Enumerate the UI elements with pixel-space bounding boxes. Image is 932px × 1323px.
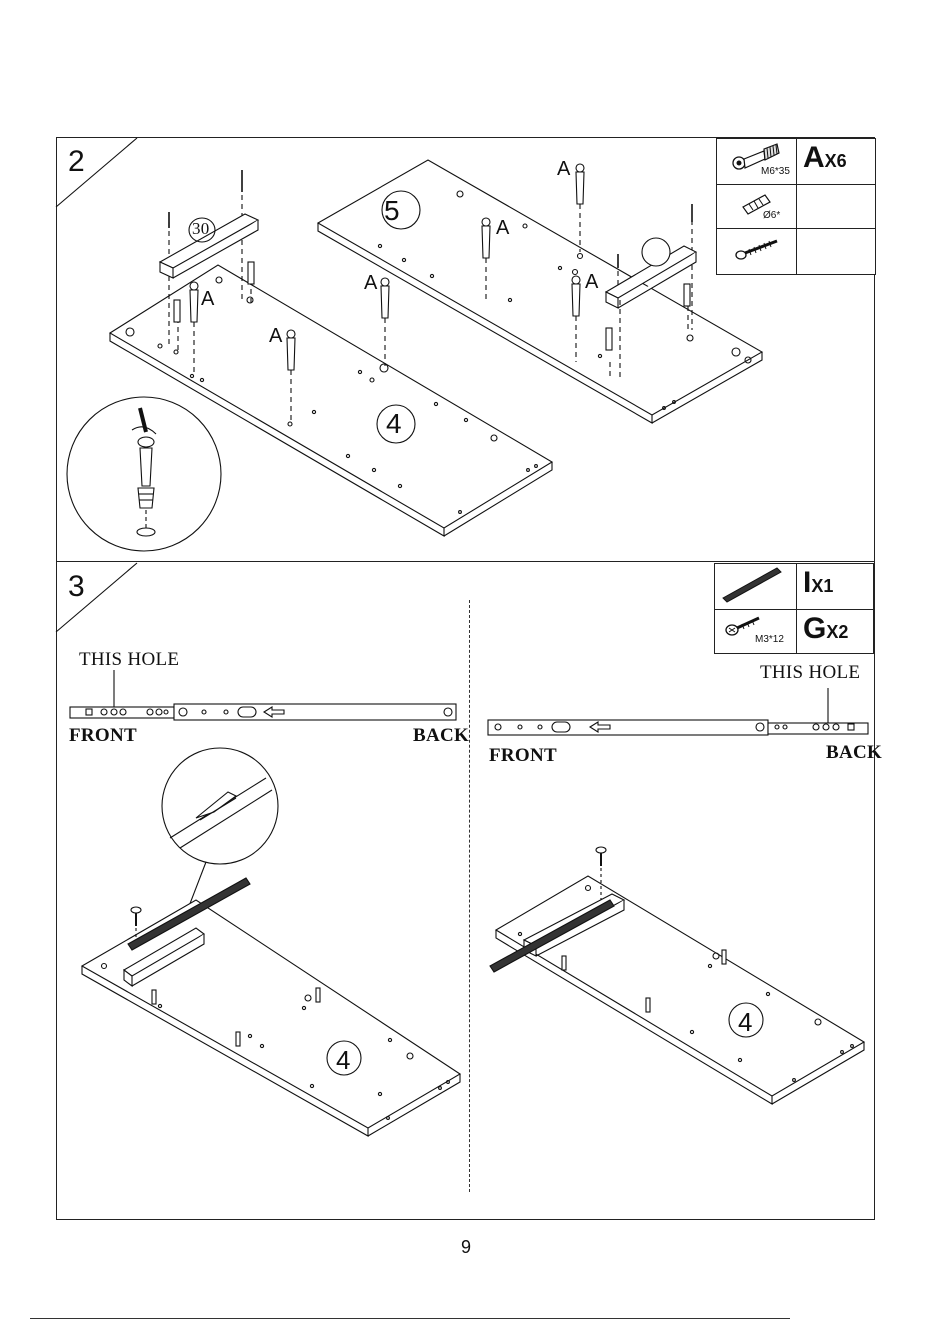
footer-rule (30, 1318, 790, 1319)
rail-diagram-left (70, 670, 456, 720)
connector-label-a-6: A (585, 271, 598, 294)
panel-4-step3-right (496, 876, 864, 1104)
part-label-5: 5 (384, 196, 400, 226)
step3-corner-line (56, 563, 137, 632)
right-back-label: BACK (826, 742, 882, 764)
step2-corner-line (56, 138, 137, 207)
cam-bolt-detail (67, 397, 221, 551)
connector-label-a-2: A (269, 325, 282, 348)
cam-bolt-4 (482, 218, 490, 258)
right-front-label: FRONT (489, 745, 557, 767)
left-back-label: BACK (413, 725, 469, 747)
rail-hole-detail-left (162, 748, 278, 914)
left-this-hole-label: THIS HOLE (79, 649, 179, 671)
cam-bolt-3 (381, 278, 389, 318)
part-label-4: 4 (386, 409, 402, 439)
left-front-label: FRONT (69, 725, 137, 747)
part-label-30: 30 (192, 219, 210, 239)
connector-label-a-3: A (364, 272, 377, 295)
panel-4-step3-left (82, 900, 460, 1136)
part-label-circle-blank (642, 238, 670, 266)
connector-label-a-5: A (557, 158, 570, 181)
part-label-4-step3-right: 4 (738, 1007, 752, 1037)
connector-label-a-4: A (496, 217, 509, 240)
connector-label-a-1: A (201, 288, 214, 311)
cam-bolt-5 (576, 164, 584, 204)
page-number: 9 (0, 1237, 932, 1258)
cam-bolt-1 (190, 282, 198, 322)
cam-bolt-2 (287, 330, 295, 370)
rail-diagram-right (488, 688, 868, 735)
part-label-4-step3-left: 4 (336, 1045, 350, 1075)
cam-bolt-6 (572, 276, 580, 316)
right-this-hole-label: THIS HOLE (760, 662, 860, 684)
